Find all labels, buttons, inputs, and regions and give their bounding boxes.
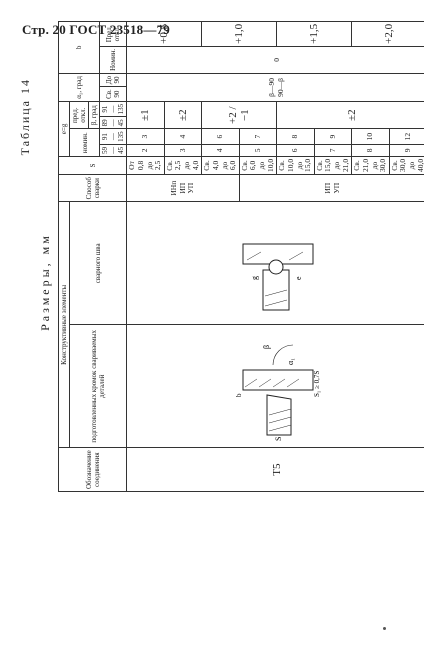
sub-a1: Св. 90: [99, 86, 127, 102]
n2-row-3: 6: [201, 128, 240, 145]
table-title: Таблица 14: [18, 78, 32, 156]
s-row-5: Св. 10,0 до 15,0: [276, 156, 315, 175]
label-g: g: [250, 276, 259, 280]
s-row-2: Св. 2,5 до 4,0: [164, 156, 202, 175]
sub-r4: 91—135: [99, 101, 127, 117]
tol-row-5: ±2: [276, 101, 424, 129]
sub-r1: 59—45: [99, 144, 127, 157]
methods-top: ИНп ИП УП: [126, 174, 240, 202]
page-mark: [383, 627, 386, 630]
s-row-7: Св. 21,0 до 30,0: [351, 156, 390, 175]
n1-row-4: 5: [239, 144, 277, 157]
n2-row-6: 9: [314, 128, 352, 145]
n1-row-2: 3: [164, 144, 202, 157]
label-e: e: [294, 276, 303, 280]
col-nomin: номин.: [69, 128, 100, 157]
edges-drawing: S β α₁ S₁ ≥ 0,7S b: [126, 324, 424, 448]
col-s: S: [58, 156, 127, 175]
col-prepared-edges: подготовленных кромок свариваемых детале…: [69, 324, 127, 448]
weld-seam-drawing-icon: g e: [242, 243, 314, 311]
col-beta: β, град: [88, 101, 100, 129]
tol-row-2: ±2: [164, 101, 202, 129]
sub-r2: 91—135: [99, 128, 127, 145]
s-row-6: Св. 15,0 до 21,0: [314, 156, 352, 175]
col-b: b: [58, 21, 100, 74]
n2-row-1: 3: [126, 128, 165, 145]
connection-code: Т5: [126, 447, 424, 492]
weld-drawing: g e: [126, 201, 424, 325]
n1-row-6: 7: [314, 144, 352, 157]
n1-row-8: 9: [389, 144, 424, 157]
edge-prep-drawing-icon: S β α₁ S₁ ≥ 0,7S b: [235, 345, 321, 441]
col-e-g: e=g: [58, 101, 70, 157]
tol-row-1: ±1: [126, 101, 165, 129]
sub-r3: 89—45: [99, 116, 127, 129]
n2-row-8: 12: [389, 128, 424, 145]
n1-row-5: 6: [276, 144, 315, 157]
s-row-1: От 0,8 до 2,5: [126, 156, 165, 175]
n1-row-3: 4: [201, 144, 240, 157]
col-structural: Конструктивные элементы: [58, 201, 70, 448]
alpha-values: β—90 90—β: [126, 73, 424, 102]
b-nominal: 0: [126, 46, 424, 74]
label-s1: S₁ ≥ 0,7S: [313, 371, 321, 397]
s-row-8: Св. 30,0 до 40,0: [389, 156, 424, 175]
gost-table: Обозначение соединения Конструктивные эл…: [58, 21, 424, 492]
col-weld: сварного шва: [69, 201, 127, 325]
label-alpha: α₁: [286, 358, 295, 365]
table-caption: Размеры, мм: [38, 233, 52, 331]
n1-row-1: 2: [126, 144, 165, 157]
label-beta: β: [262, 345, 271, 349]
col-alpha: α₁, град: [58, 73, 100, 102]
b-tol-5: +1,5: [276, 21, 352, 47]
page-header: Стр. 20 ГОСТ 23518—79: [22, 22, 170, 37]
b-tol-7: +2,0: [351, 21, 424, 47]
s-row-3: Св. 4,0 до 6,0: [201, 156, 240, 175]
n2-row-4: 7: [239, 128, 277, 145]
n2-row-2: 4: [164, 128, 202, 145]
col-designation: Обозначение соединения: [58, 447, 127, 492]
b-tol-3: +1,0: [201, 21, 277, 47]
methods-bottom: ИП УП: [239, 174, 424, 202]
sub-b-pred: Пред. откл.: [99, 21, 127, 47]
n1-row-7: 8: [351, 144, 390, 157]
sub-a2: До 90: [99, 73, 127, 87]
s-row-4: Св. 6,0 до 10,0: [239, 156, 277, 175]
n2-row-7: 10: [351, 128, 390, 145]
col-pred-otkl: пред. откл.: [69, 101, 89, 129]
label-b: b: [235, 393, 243, 397]
n2-row-5: 8: [276, 128, 315, 145]
col-method: Способ сварки: [58, 174, 127, 202]
rotated-table-area: Таблица 14 Размеры, мм Обозначение соеди…: [18, 21, 424, 492]
sub-b-nomin: Номин.: [99, 46, 127, 74]
b-tol-1: +0,5: [126, 21, 202, 47]
tol-row-3: +2 / −1: [201, 101, 277, 129]
label-s: S: [274, 437, 283, 441]
